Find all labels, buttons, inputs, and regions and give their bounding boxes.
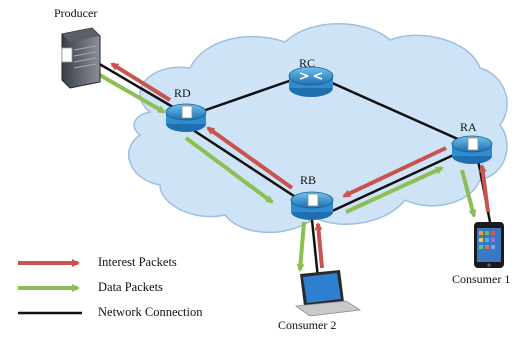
router-rb-label: RB bbox=[300, 173, 317, 187]
producer-label: Producer bbox=[54, 6, 98, 20]
link-rb-ra bbox=[329, 150, 461, 214]
link-rd-rb bbox=[189, 126, 301, 202]
interest-arrow-ra-rb bbox=[342, 146, 447, 198]
router-ra-icon bbox=[451, 135, 493, 164]
interest-arrow-consumer2-rb bbox=[314, 222, 324, 269]
consumer1-label: Consumer 1 bbox=[452, 272, 511, 286]
data-arrow-rd-rb bbox=[184, 136, 274, 204]
interest-arrow-rb-rd bbox=[206, 126, 294, 190]
consumer2-label: Consumer 2 bbox=[278, 318, 337, 332]
legend-connection-label: Network Connection bbox=[98, 305, 203, 319]
data-arrow-rb-ra bbox=[345, 166, 444, 214]
data-arrow-ra-consumer1 bbox=[460, 169, 477, 218]
interest-arrow-rd-producer bbox=[110, 62, 172, 102]
router-rc-icon bbox=[288, 66, 334, 97]
router-rd-label: RD bbox=[174, 86, 191, 100]
router-rb-icon bbox=[290, 191, 334, 220]
router-ra-label: RA bbox=[460, 120, 477, 134]
link-rc-ra bbox=[329, 80, 461, 142]
legend-interest-label: Interest Packets bbox=[98, 255, 177, 269]
interest-arrows bbox=[110, 62, 490, 269]
data-arrow-producer-rd bbox=[97, 72, 166, 114]
smartphone-icon bbox=[474, 222, 504, 268]
legend-data-label: Data Packets bbox=[98, 280, 163, 294]
data-arrows bbox=[97, 72, 477, 272]
link-producer-rd bbox=[95, 60, 179, 112]
router-rc-label: RC bbox=[299, 56, 316, 70]
interest-arrow-consumer1-ra bbox=[478, 164, 490, 213]
router-rd-icon bbox=[165, 103, 207, 132]
legend bbox=[18, 259, 82, 315]
producer-server-icon bbox=[61, 27, 101, 89]
laptop-icon bbox=[294, 270, 362, 317]
link-rd-rc bbox=[199, 78, 293, 114]
link-rb-consumer2 bbox=[310, 219, 320, 279]
data-arrow-rb-consumer2 bbox=[296, 221, 306, 272]
